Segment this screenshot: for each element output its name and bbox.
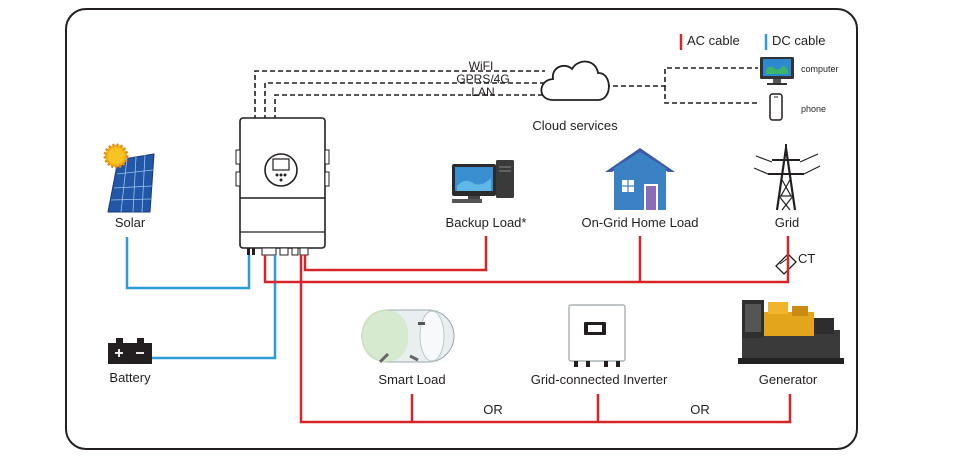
solar-panel-icon [103, 143, 155, 213]
comm-lan-label: LAN [471, 85, 495, 99]
home-icon [605, 148, 675, 210]
computer-label: computer [801, 64, 839, 74]
dc-cables [125, 237, 277, 360]
battery-icon [108, 338, 152, 364]
dc-legend-label: DC cable [772, 33, 826, 48]
grid-tower-icon [753, 144, 821, 211]
comm-dashed-lines [254, 67, 758, 120]
ac-cables [263, 236, 792, 424]
comm-gprs-label: GPRS/4G [456, 72, 510, 86]
backup-load-label: Backup Load* [445, 215, 527, 230]
or-label: OR [483, 402, 503, 417]
generator-icon [738, 300, 844, 364]
or-label: OR [690, 402, 710, 417]
smart-load-icon [361, 309, 455, 364]
grid-inverter-label: Grid-connected Inverter [530, 372, 668, 387]
computer-icon [760, 57, 794, 85]
generator-label: Generator [758, 372, 818, 387]
comm-wifi-label: WiFI [468, 59, 494, 73]
cloud-services-label: Cloud services [532, 118, 618, 133]
ct-label: CT [798, 251, 816, 266]
ac-legend-label: AC cable [687, 33, 740, 48]
battery-label: Battery [109, 370, 151, 385]
grid-inverter-icon [568, 304, 626, 367]
home-load-label: On-Grid Home Load [581, 215, 699, 230]
phone-icon [769, 93, 783, 121]
backup-load-icon [452, 160, 514, 203]
phone-label: phone [801, 104, 827, 114]
smart-load-label: Smart Load [378, 372, 446, 387]
solar-label: Solar [114, 215, 146, 230]
grid-label: Grid [774, 215, 800, 230]
ct-clamp-icon [775, 253, 797, 275]
hybrid-inverter-icon [235, 117, 330, 256]
cloud-icon [540, 60, 610, 101]
